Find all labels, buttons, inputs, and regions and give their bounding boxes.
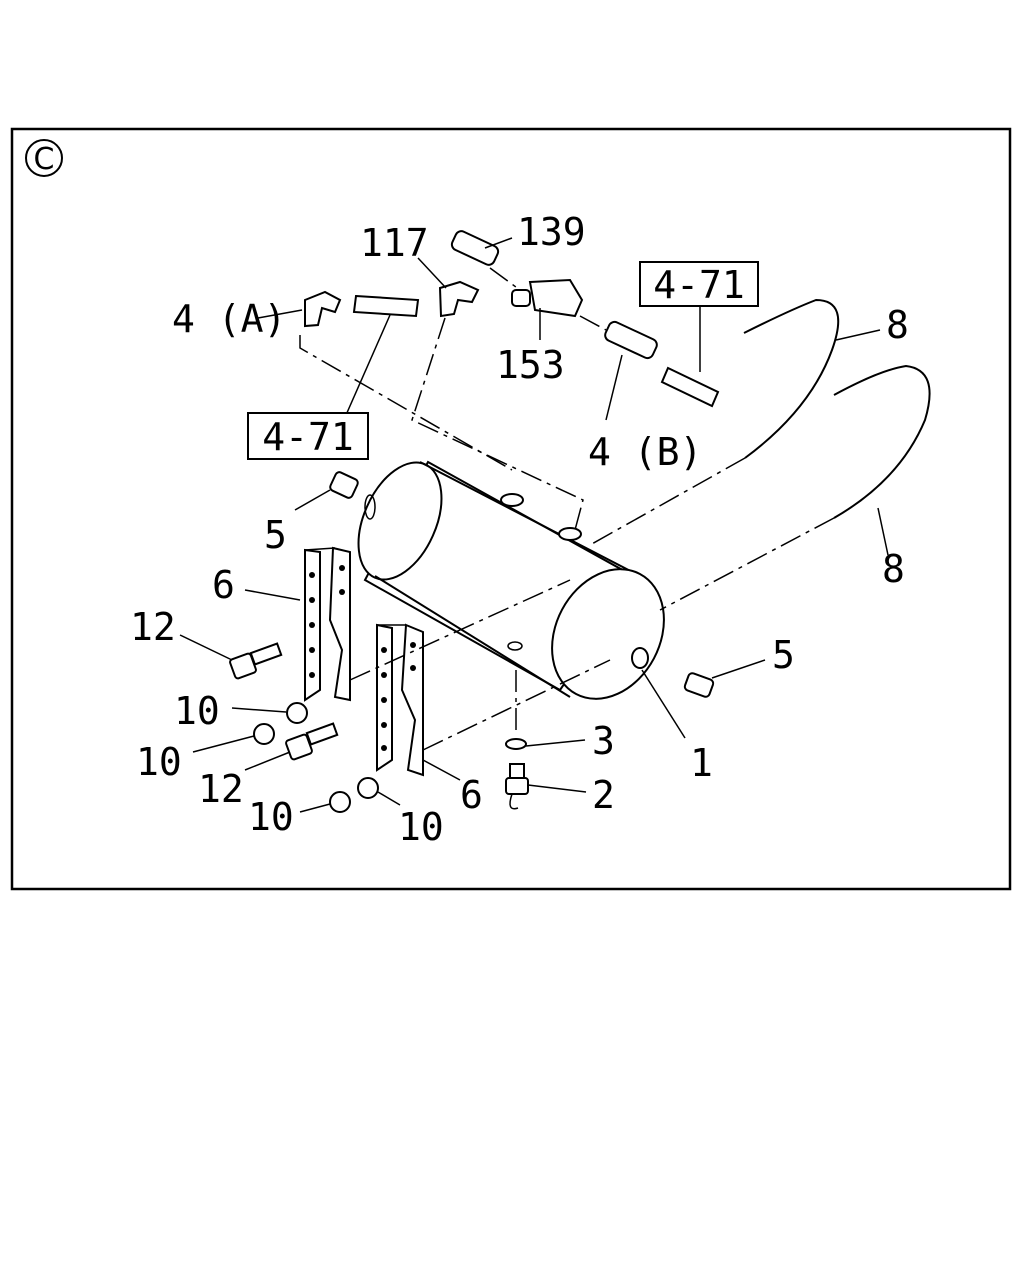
callout-4b: 4 (B) xyxy=(588,430,702,474)
connector-139 xyxy=(450,230,500,266)
callout-10-d: 10 xyxy=(398,805,444,849)
callout-117: 117 xyxy=(360,221,429,265)
bolt-upper xyxy=(229,642,283,680)
callout-12-top: 12 xyxy=(130,605,176,649)
connect-line-top-hose xyxy=(489,267,521,291)
callout-153: 153 xyxy=(496,343,565,387)
bolt-lower xyxy=(285,722,339,761)
callout-3: 3 xyxy=(592,719,615,763)
washer xyxy=(505,738,527,750)
hose-right xyxy=(660,366,720,408)
reference-box-top: 4-71 xyxy=(639,261,759,307)
reference-left-text: 4-71 xyxy=(262,415,354,459)
callout-8-bottom: 8 xyxy=(882,547,905,591)
callout-12-bottom: 12 xyxy=(198,767,244,811)
callout-1: 1 xyxy=(690,741,713,785)
callout-2: 2 xyxy=(592,773,615,817)
callout-8-top: 8 xyxy=(886,303,909,347)
pipe-8-upper xyxy=(743,298,840,459)
air-tank xyxy=(357,460,665,700)
diagram-frame xyxy=(10,127,1012,891)
elbow-fitting-4a xyxy=(304,290,342,328)
elbow-fitting-117 xyxy=(438,280,480,318)
plug-right xyxy=(683,672,715,698)
callout-5-left: 5 xyxy=(264,513,287,557)
connect-line-bracket-upper xyxy=(349,579,571,681)
nuts xyxy=(253,702,379,813)
connect-line-pipe-lower xyxy=(659,517,835,611)
connect-line-117 xyxy=(411,317,584,531)
plug-left xyxy=(329,471,359,499)
connect-line-153 xyxy=(579,315,607,331)
callout-5-right: 5 xyxy=(772,633,795,677)
bracket-left xyxy=(304,546,351,702)
connect-line-bracket-lower xyxy=(422,659,611,751)
connect-line-4a xyxy=(299,335,513,471)
callout-10-a: 10 xyxy=(174,689,220,733)
view-marker-c: C xyxy=(25,139,63,177)
callout-4a: 4 (A) xyxy=(172,297,286,341)
callout-6-left: 6 xyxy=(212,563,235,607)
fitting-153 xyxy=(511,278,584,318)
reference-box-left: 4-71 xyxy=(247,412,369,460)
leader-lines xyxy=(179,237,889,813)
view-marker-letter: C xyxy=(34,142,55,177)
callout-10-c: 10 xyxy=(248,795,294,839)
bracket-right xyxy=(376,623,424,777)
reference-top-text: 4-71 xyxy=(653,263,745,307)
drain-cock xyxy=(505,763,529,810)
pipe-8-lower xyxy=(833,364,931,519)
connect-line-pipe-upper xyxy=(589,457,746,546)
hose-left xyxy=(352,294,420,318)
callout-10-b: 10 xyxy=(136,740,182,784)
connector-4b xyxy=(604,320,658,360)
callout-139: 139 xyxy=(517,210,586,254)
callout-6-bottom: 6 xyxy=(460,773,483,817)
